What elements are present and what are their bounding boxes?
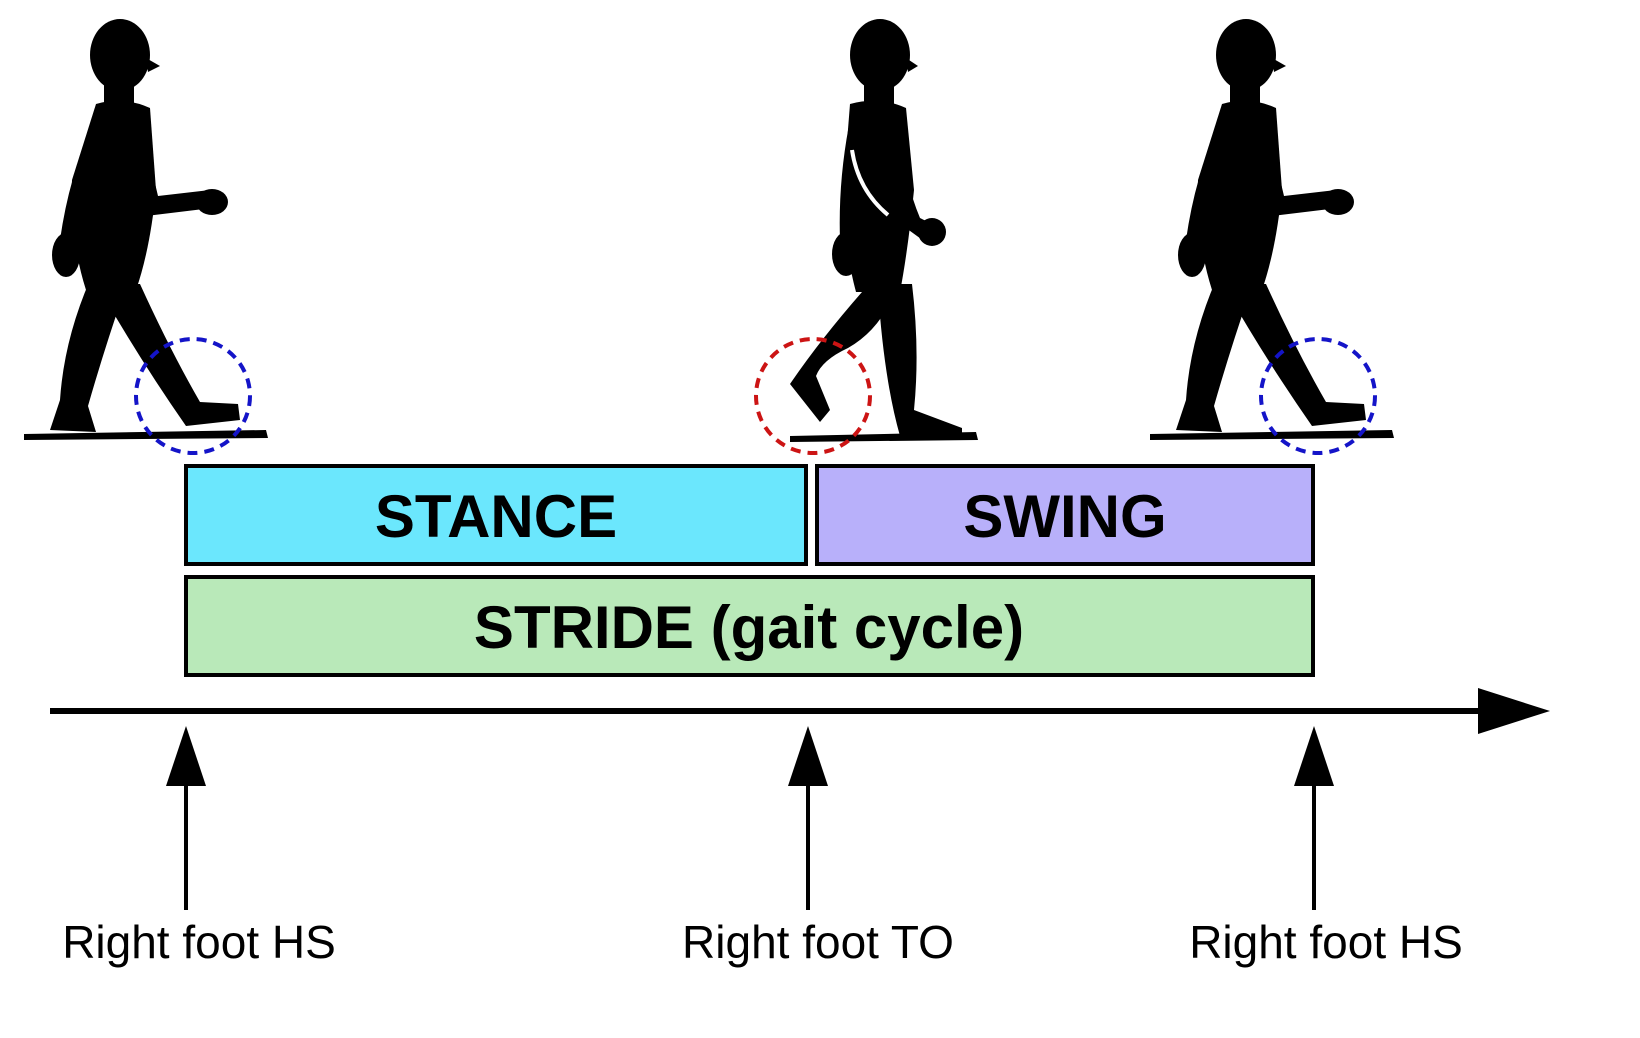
heel-strike-marker-icon <box>134 337 252 455</box>
swing-phase-bar: SWING <box>815 464 1315 566</box>
toe-off-marker-icon <box>754 337 872 455</box>
event-arrow-hs-start <box>166 726 206 910</box>
stance-phase-bar: STANCE <box>184 464 808 566</box>
event-label-heel-strike-start: Right foot HS <box>62 916 336 968</box>
walker-silhouette-icon <box>24 19 268 440</box>
timeline-arrow-icon <box>50 688 1550 734</box>
stance-label: STANCE <box>375 483 617 550</box>
event-label-heel-strike-end: Right foot HS <box>1189 916 1463 968</box>
walker-silhouette-icon <box>1150 19 1394 440</box>
event-arrow-to <box>788 726 828 910</box>
event-arrow-hs-end <box>1294 726 1334 910</box>
stride-label: STRIDE (gait cycle) <box>474 594 1024 661</box>
heel-strike-marker-icon <box>1259 337 1377 455</box>
stride-phase-bar: STRIDE (gait cycle) <box>184 575 1315 677</box>
swing-label: SWING <box>963 483 1166 550</box>
walker-silhouette-icon <box>788 17 980 444</box>
event-label-toe-off: Right foot TO <box>682 916 954 968</box>
